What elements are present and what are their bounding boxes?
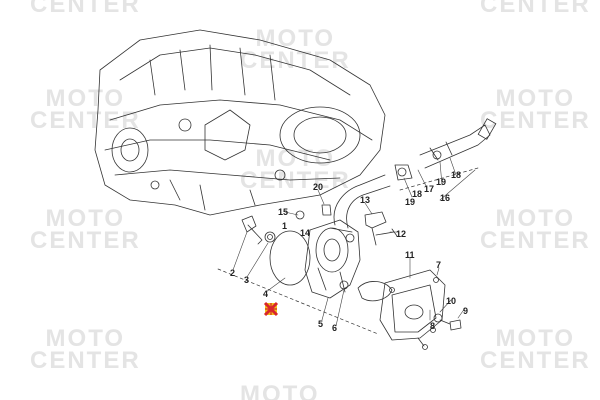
watermark-left-2: MOTO CENTER — [30, 205, 141, 254]
washer — [339, 280, 349, 290]
outlet-fitting — [364, 211, 387, 229]
callout-13: 13 — [360, 195, 371, 205]
watermark-text: MOTO — [255, 145, 336, 172]
watermark-text: CENTER — [30, 227, 141, 254]
watermark-text: CENTER — [480, 107, 591, 134]
callout-4: 4 — [263, 289, 269, 299]
water-pump-body — [304, 219, 361, 299]
watermark-text: MOTO — [45, 85, 126, 112]
callout-11: 11 — [405, 250, 415, 260]
bolt — [375, 228, 398, 237]
watermark-text: MOTO — [255, 25, 336, 52]
drain-washer — [433, 313, 443, 323]
drain-screw — [449, 319, 462, 331]
watermark-text: MOTO — [240, 381, 320, 400]
watermark-text: CENTER — [30, 0, 141, 18]
callout-19b: 19 — [436, 177, 447, 187]
watermark-center: MOTO CENTER — [240, 145, 351, 194]
callout-3: 3 — [244, 275, 250, 285]
watermark-text: MOTO — [495, 325, 576, 352]
watermark-text: MOTO — [45, 325, 126, 352]
callout-15: 15 — [278, 207, 289, 217]
watermark-right-1: MOTO CENTER — [480, 85, 591, 134]
watermark-text: CENTER — [480, 0, 591, 18]
watermark-text: CENTER — [30, 347, 141, 374]
engine-block — [94, 29, 386, 216]
callout-19: 19 — [405, 197, 416, 207]
bearing — [264, 231, 276, 243]
callout-16: 16 — [440, 193, 451, 203]
bolt-cover — [417, 337, 425, 347]
watermark-right-2: MOTO CENTER — [480, 205, 591, 254]
o-ring-small — [295, 210, 305, 220]
pump-cover — [379, 269, 446, 341]
callout-1: 1 — [282, 221, 288, 231]
watermark-top-left: CENTER — [30, 0, 141, 18]
o-ring-large — [269, 230, 311, 286]
hose-clip — [321, 204, 332, 216]
watermark-text: CENTER — [240, 167, 351, 194]
watermark-text: CENTER — [30, 107, 141, 134]
callout-12: 12 — [396, 229, 407, 239]
watermark-text: MOTO — [45, 205, 126, 232]
watermark-text: CENTER — [480, 347, 591, 374]
cross-marker-icon — [263, 301, 279, 317]
coolant-hose — [329, 118, 497, 233]
watermark-right-3: MOTO CENTER — [480, 325, 591, 374]
callout-20: 20 — [313, 182, 324, 192]
watermark-text: MOTO — [495, 85, 576, 112]
callout-17: 17 — [424, 184, 435, 194]
watermark-top-right: CENTER — [480, 0, 591, 18]
callout-18b: 18 — [451, 170, 462, 180]
gasket — [357, 281, 393, 302]
watermark-left-1: MOTO CENTER — [30, 85, 141, 134]
callout-18: 18 — [412, 189, 423, 199]
callout-8: 8 — [430, 321, 436, 331]
callout-6: 6 — [332, 323, 338, 333]
watermark-text: CENTER — [480, 227, 591, 254]
callout-14: 14 — [300, 228, 311, 238]
callout-10: 10 — [446, 296, 457, 306]
callout-5: 5 — [318, 319, 324, 329]
callout-9: 9 — [463, 306, 469, 316]
watermark-left-3: MOTO CENTER — [30, 325, 141, 374]
watermark-text: MOTO — [495, 205, 576, 232]
pump-shaft — [241, 215, 263, 245]
callout-7: 7 — [436, 260, 442, 270]
callout-2: 2 — [230, 268, 236, 278]
watermark-bottom-center: MOTO — [240, 381, 320, 400]
